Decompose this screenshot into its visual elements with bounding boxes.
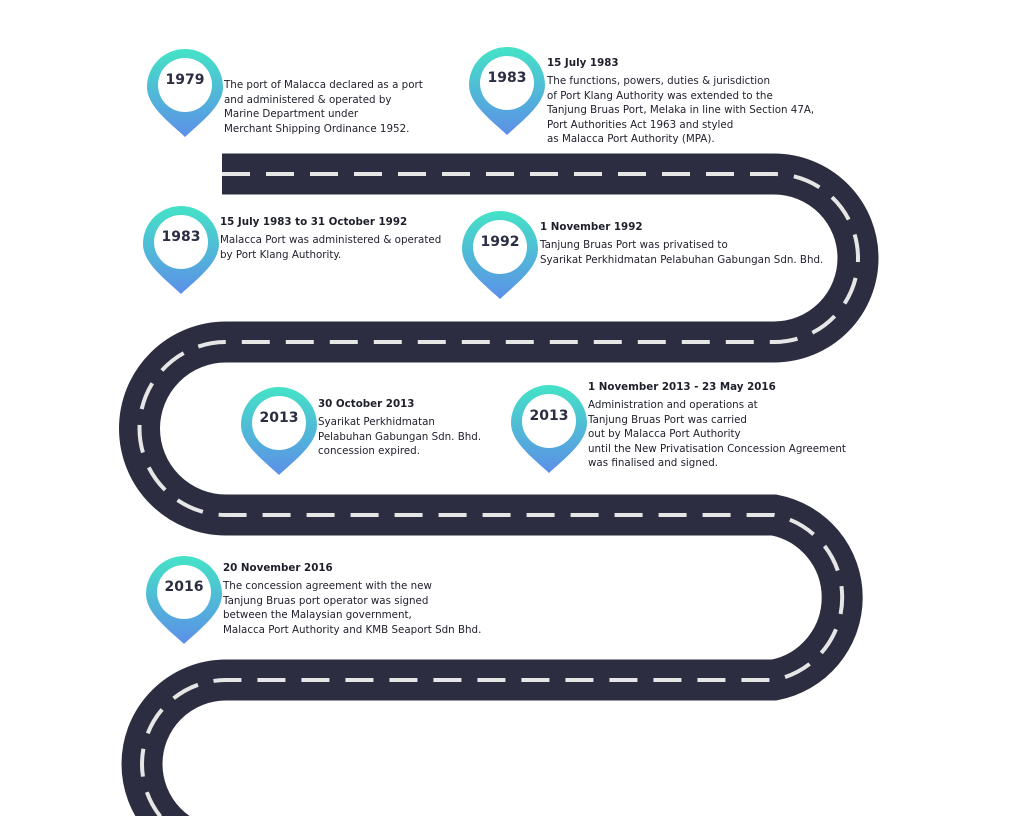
event-description: Syarikat Perkhidmatan Pelabuhan Gabungan… bbox=[318, 415, 481, 459]
event-1983-to-1992: 15 July 1983 to 31 October 1992 Malacca … bbox=[220, 216, 441, 262]
event-20-november-2016: 20 November 2016 The concession agreemen… bbox=[223, 562, 481, 637]
pin-year-label: 1983 bbox=[487, 70, 527, 86]
description-line: The functions, powers, duties & jurisdic… bbox=[547, 75, 770, 87]
year-pin-1983: 1983 bbox=[469, 47, 545, 135]
year-pin-2013: 2013 bbox=[511, 385, 587, 473]
year-pin-2016: 2016 bbox=[146, 556, 222, 644]
description-line: Pelabuhan Gabungan Sdn. Bhd. bbox=[318, 430, 482, 443]
description-line: Tanjung Bruas Port was privatised to bbox=[540, 239, 728, 251]
description-line: Port Authorities Act 1963 and styled bbox=[547, 118, 734, 131]
description-line: was finalised and signed. bbox=[588, 457, 718, 469]
description-line: Tanjung Bruas Port, Melaka in line with … bbox=[547, 104, 815, 116]
event-30-october-2013: 30 October 2013 Syarikat Perkhidmatan Pe… bbox=[318, 398, 481, 459]
pin-year-label: 1992 bbox=[480, 234, 520, 250]
pin-year-label: 2016 bbox=[164, 579, 204, 595]
description-line: Tanjung Bruas port operator was signed bbox=[223, 594, 429, 607]
description-line: Marine Department under bbox=[224, 108, 359, 120]
event-15-july-1983: 15 July 1983 The functions, powers, duti… bbox=[547, 57, 814, 147]
pin-year-label: 1983 bbox=[161, 229, 201, 245]
description-line: and administered & operated by bbox=[224, 93, 392, 106]
year-pin-1992: 1992 bbox=[462, 211, 538, 299]
year-pin-1979: 1979 bbox=[147, 49, 223, 137]
map-pin-icon bbox=[462, 211, 538, 299]
pin-year-label: 1979 bbox=[165, 72, 205, 88]
description-line: Administration and operations at bbox=[588, 399, 758, 411]
pin-year-label: 2013 bbox=[529, 408, 569, 424]
event-date: 1 November 1992 bbox=[540, 221, 643, 233]
road-center-dashes bbox=[137, 172, 860, 816]
event-1979: The port of Malacca declared as a port a… bbox=[224, 78, 423, 136]
event-description: Tanjung Bruas Port was privatised to Sya… bbox=[540, 238, 823, 267]
event-description: The functions, powers, duties & jurisdic… bbox=[547, 74, 814, 147]
description-line: as Malacca Port Authority (MPA). bbox=[547, 133, 715, 145]
event-description: Malacca Port was administered & operated… bbox=[220, 233, 441, 262]
description-line: Malacca Port was administered & operated bbox=[220, 234, 442, 246]
description-line: Syarikat Perkhidmatan bbox=[318, 416, 435, 428]
description-line: The concession agreement with the new bbox=[223, 580, 432, 592]
map-pin-icon bbox=[241, 387, 317, 475]
event-2013-to-2016: 1 November 2013 - 23 May 2016 Administra… bbox=[588, 381, 846, 471]
event-description: The concession agreement with the new Ta… bbox=[223, 579, 481, 637]
description-line: The port of Malacca declared as a port bbox=[224, 79, 423, 91]
year-pin-2013: 2013 bbox=[241, 387, 317, 475]
map-pin-icon bbox=[143, 206, 219, 294]
event-1-november-1992: 1 November 1992 Tanjung Bruas Port was p… bbox=[540, 221, 823, 267]
map-pin-icon bbox=[146, 556, 222, 644]
event-date: 15 July 1983 bbox=[547, 57, 619, 69]
event-date: 15 July 1983 to 31 October 1992 bbox=[220, 216, 408, 228]
description-line: of Port Klang Authority was extended to … bbox=[547, 89, 773, 102]
pin-year-label: 2013 bbox=[259, 410, 299, 426]
description-line: concession expired. bbox=[318, 445, 420, 457]
event-date: 20 November 2016 bbox=[223, 562, 333, 574]
map-pin-icon bbox=[147, 49, 223, 137]
description-line: Syarikat Perkhidmatan Pelabuhan Gabungan… bbox=[540, 253, 824, 266]
description-line: between the Malaysian government, bbox=[223, 609, 412, 621]
event-date: 30 October 2013 bbox=[318, 398, 415, 410]
description-line: until the New Privatisation Concession A… bbox=[588, 442, 846, 455]
event-date: 1 November 2013 - 23 May 2016 bbox=[588, 381, 776, 393]
map-pin-icon bbox=[469, 47, 545, 135]
description-line: out by Malacca Port Authority bbox=[588, 428, 741, 440]
map-pin-icon bbox=[511, 385, 587, 473]
description-line: by Port Klang Authority. bbox=[220, 248, 342, 261]
year-pin-1983: 1983 bbox=[143, 206, 219, 294]
description-line: Tanjung Bruas Port was carried bbox=[588, 413, 747, 426]
event-description: Administration and operations at Tanjung… bbox=[588, 398, 846, 471]
description-line: Malacca Port Authority and KMB Seaport S… bbox=[223, 623, 482, 636]
event-description: The port of Malacca declared as a port a… bbox=[224, 78, 423, 136]
description-line: Merchant Shipping Ordinance 1952. bbox=[224, 122, 410, 135]
